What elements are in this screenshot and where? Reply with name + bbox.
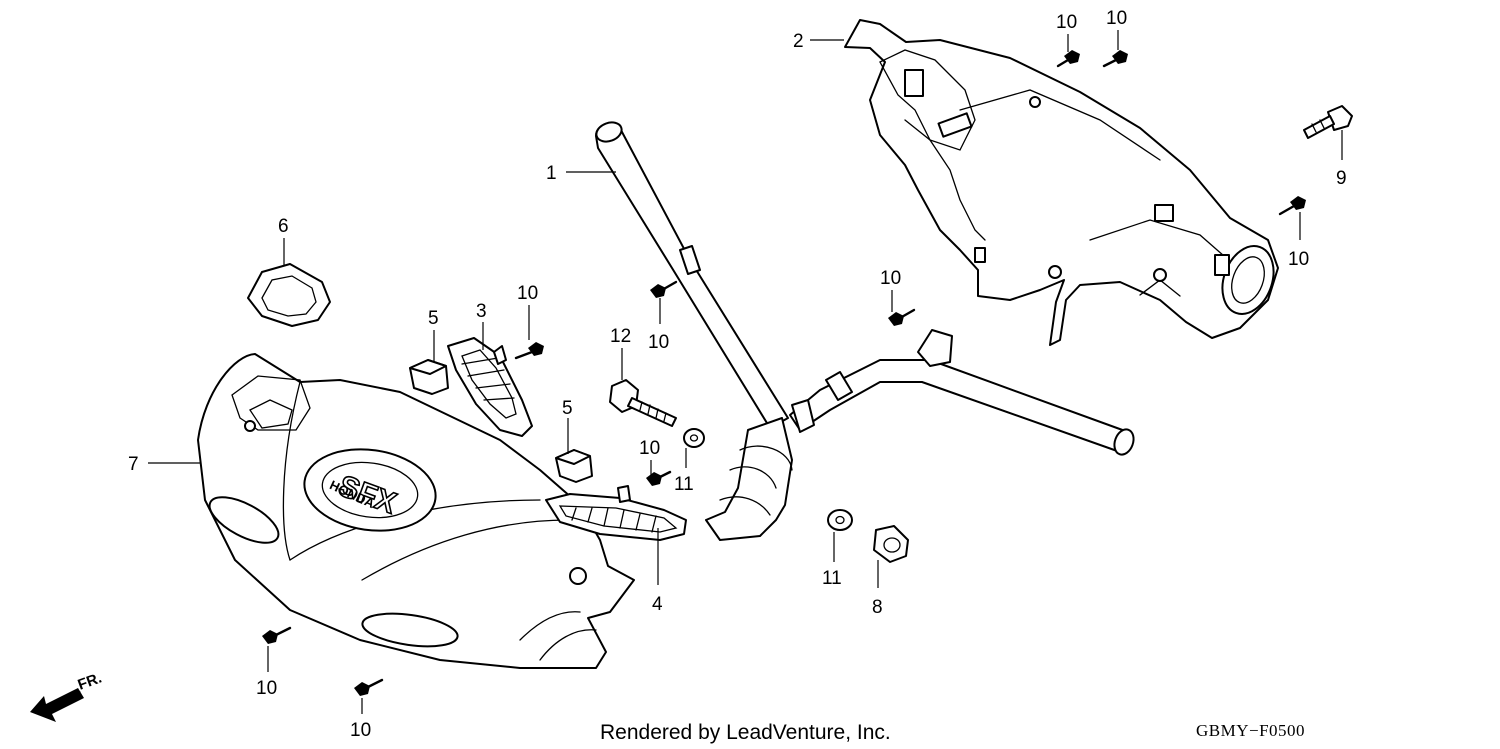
callout-1: 1 <box>546 163 557 184</box>
leader-lines <box>148 30 1343 714</box>
callout-11-left: 11 <box>674 474 694 495</box>
callout-5-upper: 5 <box>428 308 439 329</box>
callout-10-grille: 10 <box>517 283 538 304</box>
callouts: 1 2 3 4 5 5 6 7 8 9 10 10 10 10 10 10 10… <box>128 8 1347 741</box>
callout-5-lower: 5 <box>562 398 573 419</box>
callout-12: 12 <box>610 326 631 347</box>
rear-handle-cover[interactable] <box>844 19 1283 346</box>
footer-credit: Rendered by LeadVenture, Inc. <box>600 721 891 744</box>
screw-10-d[interactable] <box>888 308 916 326</box>
clip-upper[interactable] <box>409 359 449 395</box>
screw-10-a[interactable] <box>1056 50 1080 68</box>
callout-3: 3 <box>476 301 487 322</box>
callout-11-right: 11 <box>822 568 842 589</box>
diagram-code: GBMY−F0500 <box>1196 721 1305 740</box>
bolt-12[interactable] <box>609 379 677 427</box>
callout-10-mid: 10 <box>880 268 901 289</box>
upper-grille[interactable] <box>447 337 533 437</box>
callout-10-post: 10 <box>648 332 669 353</box>
screw-10-b[interactable] <box>1102 50 1128 68</box>
bolt-9[interactable] <box>1303 105 1353 139</box>
callout-7: 7 <box>128 454 139 475</box>
screw-10-c[interactable] <box>1278 196 1306 216</box>
front-handle-cover[interactable]: SFX HONDA <box>197 353 635 669</box>
callout-10-top-a: 10 <box>1056 12 1077 33</box>
washer-11-left[interactable] <box>683 428 705 448</box>
callout-6: 6 <box>278 216 289 237</box>
callout-10-top-b: 10 <box>1106 8 1127 29</box>
callout-8: 8 <box>872 597 883 618</box>
front-direction-arrow: FR. <box>30 670 104 722</box>
trim-seal[interactable] <box>247 263 331 327</box>
callout-10-bottom-a: 10 <box>256 678 277 699</box>
screw-10-h[interactable] <box>262 626 292 644</box>
callout-2: 2 <box>793 31 804 52</box>
clip-lower[interactable] <box>555 449 593 483</box>
screw-10-f[interactable] <box>514 342 544 360</box>
callout-10-bottom-b: 10 <box>350 720 371 741</box>
handlebar-pipe[interactable] <box>594 119 1137 541</box>
screw-10-g[interactable] <box>646 470 672 486</box>
lower-grille[interactable] <box>545 485 687 541</box>
front-label: FR. <box>76 670 105 694</box>
callout-4: 4 <box>652 594 663 615</box>
nut-8[interactable] <box>873 525 909 563</box>
screw-10-e[interactable] <box>650 280 678 298</box>
screw-10-i[interactable] <box>354 678 384 696</box>
callout-9: 9 <box>1336 168 1347 189</box>
sfx-honda-logo: SFX HONDA <box>303 448 437 532</box>
callout-10-right: 10 <box>1288 249 1309 270</box>
callout-10-center: 10 <box>639 438 660 459</box>
washer-11-right[interactable] <box>827 509 853 531</box>
